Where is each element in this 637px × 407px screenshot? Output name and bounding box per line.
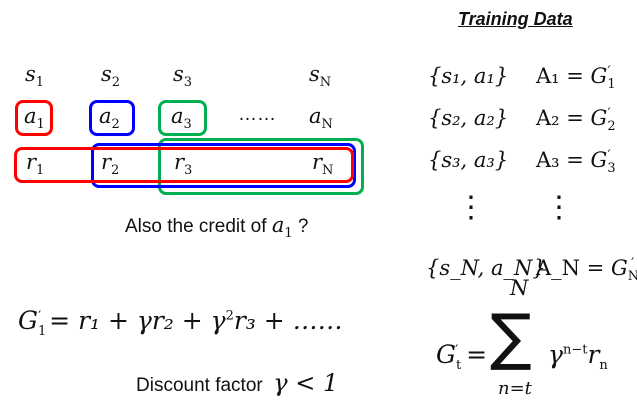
training-advantage-2: A₂ = G2′ xyxy=(536,106,616,135)
reward-n: rN xyxy=(312,150,334,179)
training-advantage-1: A₁ = G1′ xyxy=(536,64,616,93)
rewards-from-3-box-green xyxy=(158,138,364,195)
action-2: a2 xyxy=(99,104,120,133)
summation-symbol: ∑ xyxy=(490,300,532,373)
discount-factor-label: Discount factor γ < 1 xyxy=(136,369,339,397)
rewards-from-2-box-blue xyxy=(91,143,356,188)
reward-1: r1 xyxy=(26,150,45,179)
credit-question: Also the credit of a1 ? xyxy=(125,213,309,241)
sum-term: γn−trn xyxy=(548,340,608,373)
action-3-box-green xyxy=(158,100,207,136)
sum-lower-limit: n=t xyxy=(498,378,532,399)
rewards-from-1-box-red xyxy=(14,147,354,183)
vertical-dots-pairs: ⋮ xyxy=(456,191,486,224)
action-1: a1 xyxy=(24,104,45,133)
training-pair-1: {s₁, a₁} xyxy=(428,64,509,88)
vertical-dots-advantages: ⋮ xyxy=(544,191,574,224)
reward-2: r2 xyxy=(101,150,120,179)
state-1: s1 xyxy=(25,62,45,91)
action-1-box-red xyxy=(15,100,53,136)
action-2-box-blue xyxy=(89,100,135,136)
training-advantage-3: A₃ = G3′ xyxy=(536,148,616,177)
training-data-title: Training Data xyxy=(458,9,573,29)
training-pair-n: {s_N, a_N} xyxy=(426,256,546,280)
state-3: s3 xyxy=(173,62,193,91)
action-3: a3 xyxy=(171,104,192,133)
ellipsis: …… xyxy=(238,104,276,125)
training-advantage-n: A_N = GN′ xyxy=(536,256,637,285)
sum-upper-limit: N xyxy=(510,276,529,300)
training-pair-2: {s₂, a₂} xyxy=(428,106,509,130)
training-pair-3: {s₃, a₃} xyxy=(428,148,509,172)
state-n: sN xyxy=(309,62,332,91)
state-2: s2 xyxy=(101,62,121,91)
reward-3: r3 xyxy=(174,150,193,179)
action-n: aN xyxy=(309,104,333,133)
return-formula: G1′ = r₁ + γr₂ + γ2r₃ + …… xyxy=(18,306,343,339)
sum-formula-lhs: Gt′ = xyxy=(436,340,488,373)
